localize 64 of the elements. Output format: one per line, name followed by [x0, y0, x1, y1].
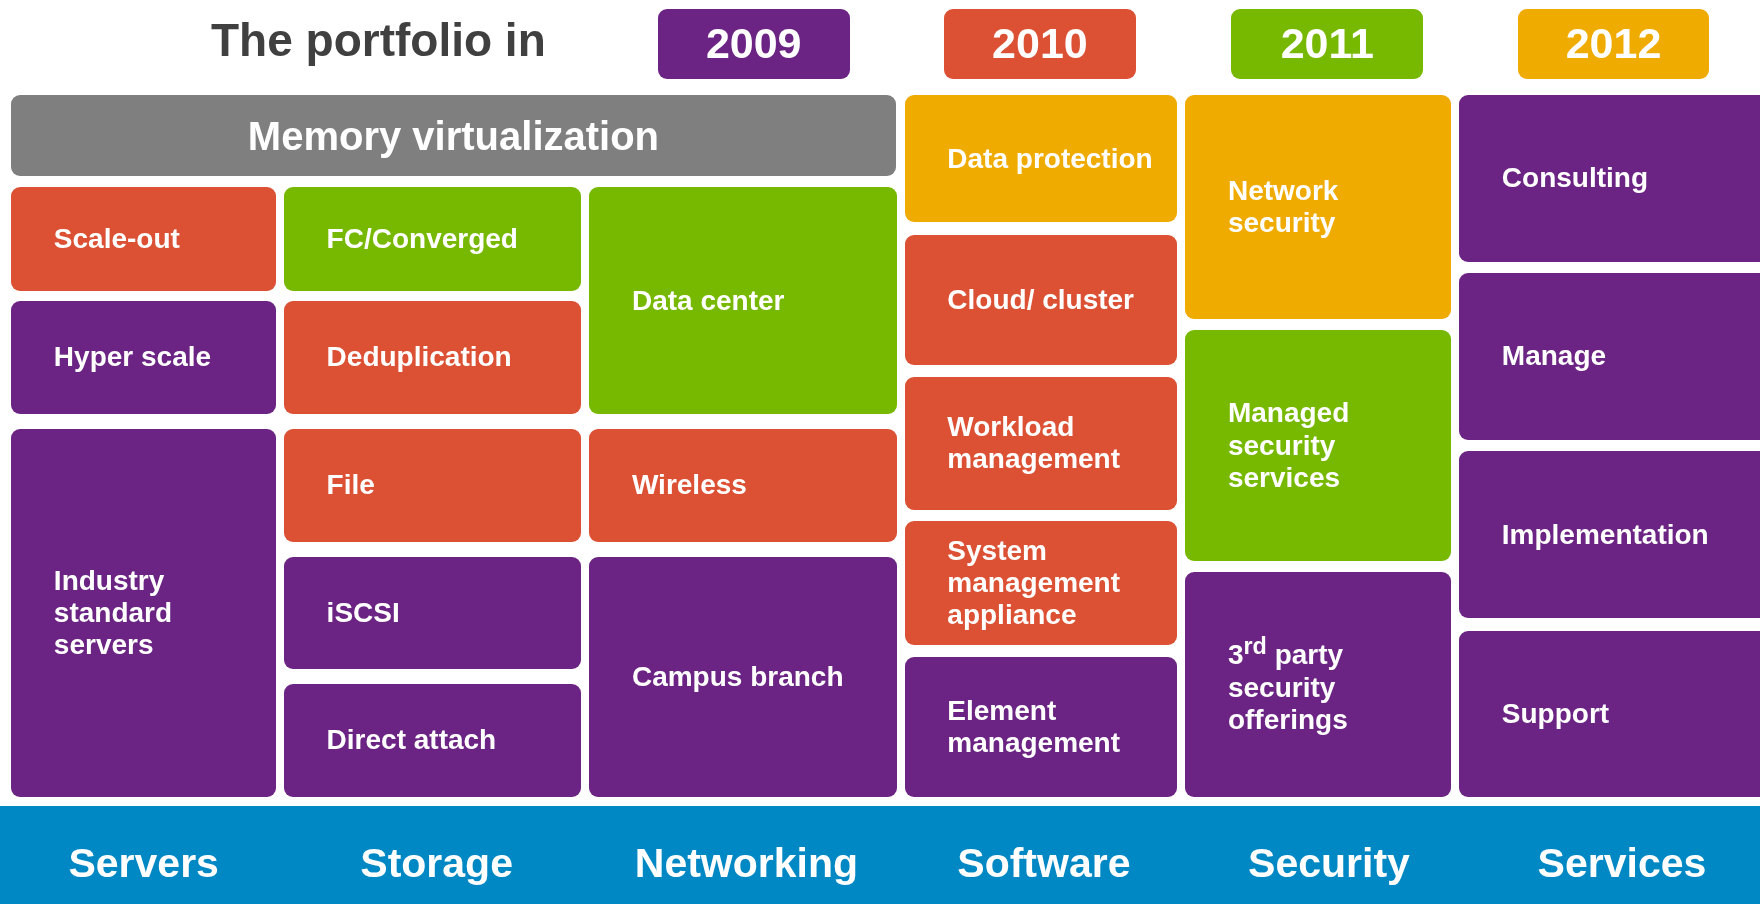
portfolio-tile	[589, 187, 897, 415]
year-label: 2010	[992, 19, 1088, 69]
year-badge	[1517, 8, 1710, 79]
category-label: Services	[1537, 839, 1707, 887]
portfolio-tile	[11, 428, 277, 797]
portfolio-tile	[1459, 630, 1760, 797]
year-badge	[657, 8, 850, 79]
tile-label: FC/Converged	[326, 222, 518, 256]
tile-label: File	[326, 469, 375, 502]
layer-banner	[11, 95, 896, 177]
portfolio-tile	[283, 556, 582, 669]
portfolio-tile	[904, 377, 1178, 510]
portfolio-tile	[1459, 272, 1760, 440]
tile-label: Cloud/ cluster	[947, 283, 1135, 316]
tile-label: Industry standard servers	[53, 564, 174, 662]
portfolio-tile	[589, 556, 897, 797]
category-label: Servers	[68, 839, 219, 887]
year-label: 2012	[1565, 19, 1662, 69]
portfolio-tile	[11, 187, 277, 291]
tile-label: Network security	[1227, 174, 1340, 240]
portfolio-tile	[283, 683, 582, 797]
year-label: 2009	[705, 19, 802, 69]
category-label: Security	[1248, 839, 1410, 887]
year-badge	[1231, 8, 1424, 79]
category-label: Storage	[360, 839, 513, 887]
title: The portfolio in	[211, 13, 546, 68]
portfolio-tile	[1459, 95, 1760, 262]
tile-label: Manage	[1501, 340, 1607, 373]
tile-label: Implementation	[1501, 518, 1709, 551]
tile-label: Workload management	[947, 411, 1122, 476]
portfolio-tile	[904, 234, 1178, 365]
portfolio-tile	[904, 520, 1178, 646]
portfolio-tile	[1185, 330, 1452, 562]
portfolio-tile	[589, 428, 897, 543]
tile-label: System management appliance	[947, 534, 1122, 632]
tile-label: Deduplication	[326, 341, 512, 374]
tile-label: Wireless	[631, 469, 747, 502]
tile-label: Support	[1501, 697, 1610, 730]
tile-label: 3$^{rd}$ party security offerings	[1227, 633, 1349, 737]
portfolio-tile	[283, 300, 582, 415]
year-label: 2011	[1280, 19, 1374, 69]
tile-label: Scale-out	[53, 222, 180, 256]
category-label: Networking	[634, 839, 859, 887]
tile-label: Hyper scale	[53, 341, 212, 374]
category-label: Software	[957, 839, 1131, 887]
portfolio-tile	[1459, 451, 1760, 619]
portfolio-tile	[283, 428, 582, 543]
tile-label: Consulting	[1501, 162, 1648, 195]
tile-label: Campus branch	[631, 660, 844, 693]
tile-label: Direct attach	[326, 724, 497, 757]
banner-label: Memory virtualization	[247, 112, 660, 159]
year-badge	[943, 8, 1136, 79]
tile-label: Managed security services	[1227, 397, 1351, 494]
tile-label: iSCSI	[326, 596, 400, 629]
portfolio-tile	[283, 187, 582, 291]
portfolio-tile	[1185, 572, 1452, 797]
category-band	[0, 805, 1760, 904]
tile-label: Data center	[631, 284, 785, 317]
tile-label: Element management	[947, 694, 1122, 759]
portfolio-tile	[904, 656, 1178, 797]
portfolio-tile	[1185, 95, 1452, 319]
tile-label: Data protection	[947, 142, 1153, 175]
portfolio-tile	[11, 300, 277, 415]
portfolio-tile	[904, 95, 1178, 223]
